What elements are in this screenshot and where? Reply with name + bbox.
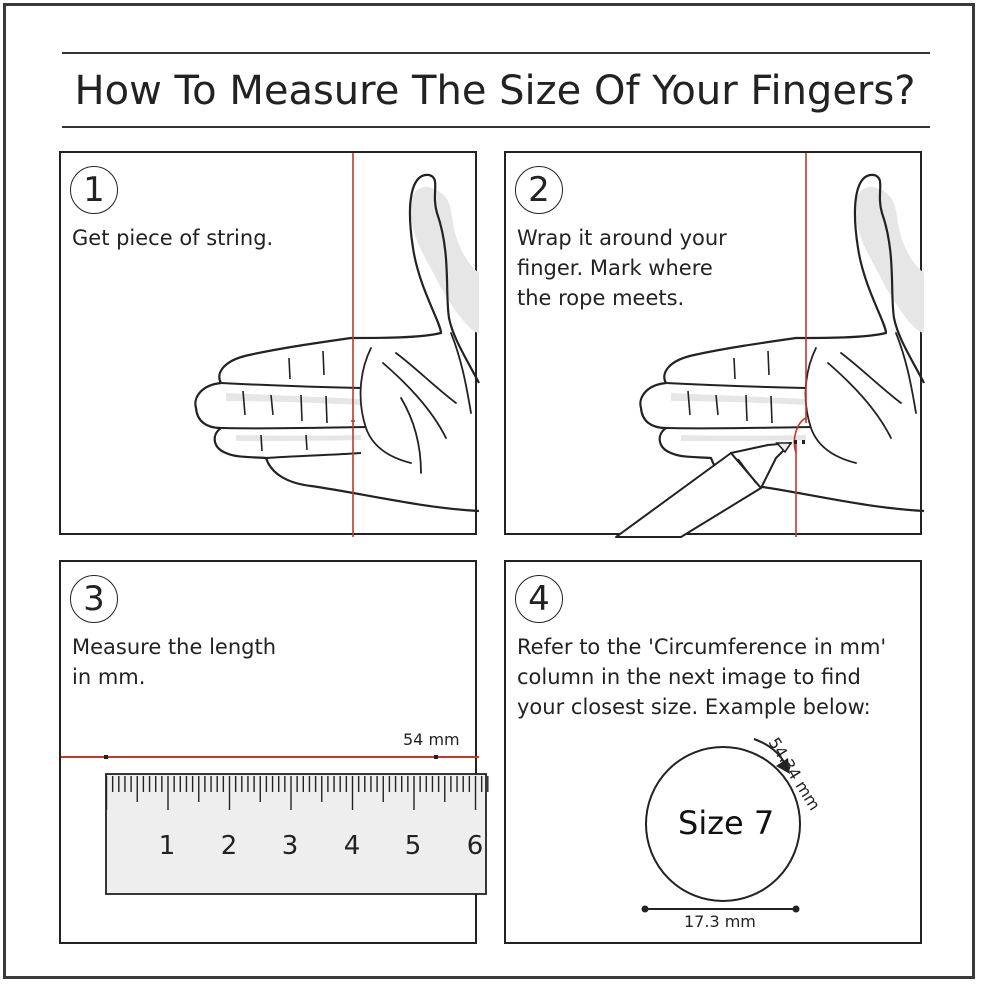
string-start-mark — [104, 755, 108, 759]
step-3-text: Measure the length in mm. — [72, 635, 277, 689]
step-1-number: 1 — [70, 166, 118, 214]
title-top-rule — [62, 52, 930, 54]
step-3-number: 3 — [70, 575, 118, 623]
ruler-label-6: 6 — [467, 831, 484, 861]
ruler-label-5: 5 — [405, 831, 422, 861]
step-4-number: 4 — [515, 575, 563, 623]
step-3-panel: 1 2 3 4 5 6 3 Measure the length in mm. … — [59, 560, 489, 944]
step-4-text: Refer to the 'Circumference in mm' colum… — [517, 635, 887, 719]
hand-with-pen-illustration — [615, 153, 925, 538]
infographic-frame: How To Measure The Size Of Your Fingers? — [3, 3, 975, 979]
title-bottom-rule — [62, 126, 930, 128]
ruler-label-1: 1 — [159, 831, 176, 861]
ruler-label-2: 2 — [221, 831, 238, 861]
string-end-mark — [434, 755, 438, 759]
step-1-panel: 1 Get piece of string. — [59, 151, 480, 537]
page-title: How To Measure The Size Of Your Fingers? — [74, 68, 916, 114]
measured-length-label: 54 mm — [403, 730, 460, 749]
ruler-illustration: 1 2 3 4 5 6 — [61, 755, 489, 895]
ruler-label-3: 3 — [282, 831, 299, 861]
ring-circle — [645, 746, 801, 902]
step-2-number: 2 — [515, 166, 563, 214]
step-2-panel: 2 Wrap it around your finger. Mark where… — [504, 151, 925, 538]
hand-illustration — [194, 153, 480, 537]
step-2-text: Wrap it around your finger. Mark where t… — [517, 226, 727, 310]
size-label: Size 7 — [678, 804, 775, 842]
ruler-body — [105, 773, 487, 895]
circumference-arrow — [753, 738, 785, 763]
step-1-text: Get piece of string. — [72, 226, 274, 250]
diameter-label: 17.3 mm — [684, 912, 756, 931]
step-4-panel: 54.34 mm 4 Refer to the 'Circumference i… — [504, 560, 922, 944]
ruler-label-4: 4 — [344, 831, 361, 861]
size-example-illustration: 54.34 mm — [641, 734, 824, 913]
